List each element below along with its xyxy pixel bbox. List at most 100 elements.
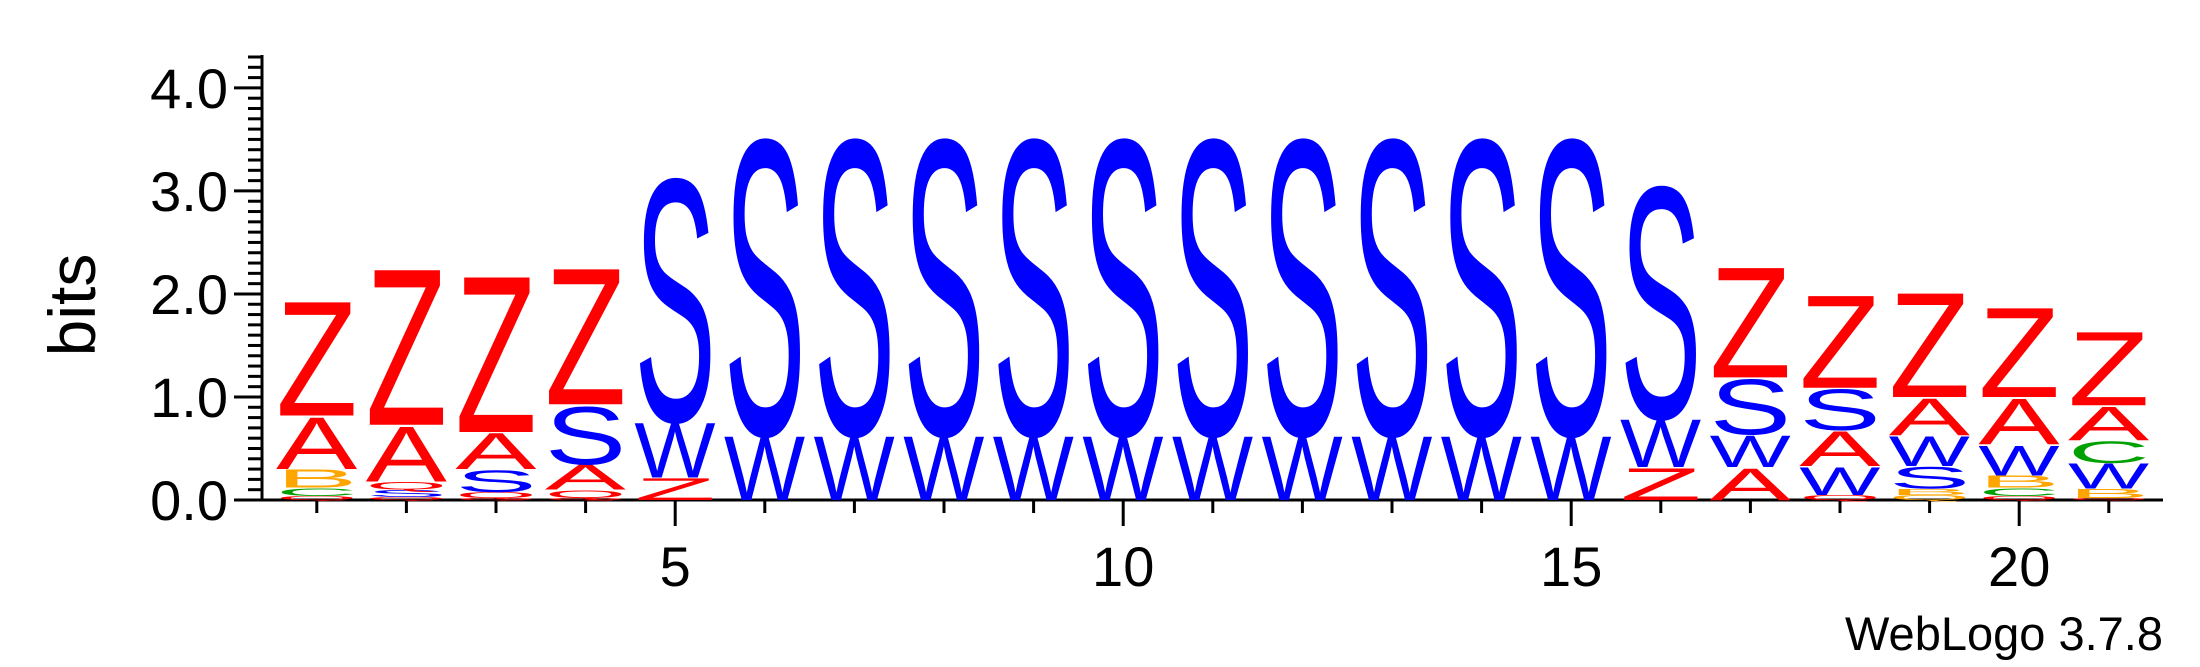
- logo-letter-Q: Q: [1978, 495, 2060, 501]
- logo-letter-W: W: [1978, 437, 2059, 484]
- logo-letter-S: S: [993, 52, 1075, 525]
- y-tick-label: 3.0: [150, 160, 228, 223]
- logo-letter-S: S: [814, 52, 896, 525]
- logo-letter-W: W: [634, 407, 715, 495]
- logo-letter-W: W: [1710, 426, 1791, 477]
- logo-letter-W: W: [1799, 459, 1881, 504]
- logo-letter-Z: Z: [1710, 235, 1792, 413]
- y-tick-label: 2.0: [150, 263, 228, 326]
- logo-letter-Z: Z: [1889, 262, 1971, 430]
- logo-letter-W: W: [1082, 417, 1163, 519]
- logo-letter-W: W: [1441, 417, 1522, 519]
- stack-position-6: WS: [724, 52, 806, 525]
- stack-position-5: ZWS: [634, 107, 716, 507]
- logo-letter-S: S: [903, 52, 985, 525]
- logo-letter-C: C: [276, 486, 358, 499]
- logo-letter-C: C: [2068, 434, 2150, 469]
- logo-letter-A: A: [1978, 385, 2060, 459]
- logo-letter-C: C: [1978, 486, 2060, 499]
- logo-letter-Z: Z: [1620, 459, 1702, 510]
- logo-letter-Z: Z: [276, 266, 358, 450]
- logo-letter-W: W: [1530, 417, 1611, 519]
- x-tick-label: 20: [1988, 535, 2050, 598]
- logo-letter-S: S: [1710, 363, 1792, 451]
- logo-letter-W: W: [2068, 456, 2149, 496]
- logo-letter-W: W: [1262, 417, 1343, 519]
- logo-letter-Z: Z: [634, 471, 716, 506]
- logo-letter-S: S: [634, 107, 716, 495]
- logo-letter-A: A: [455, 422, 537, 480]
- x-tick-label: 15: [1540, 535, 1602, 598]
- logo-letter-S: S: [366, 488, 448, 499]
- logo-letter-W: W: [1172, 417, 1253, 519]
- logo-letter-S: S: [1082, 52, 1164, 525]
- logo-letter-W: W: [1351, 417, 1432, 519]
- logo-letter-S: S: [455, 463, 537, 498]
- logo-letter-A: A: [1799, 421, 1880, 477]
- logo-letter-Q: Q: [366, 496, 448, 501]
- y-axis: 0.0 1.0 2.0 3.0 4.0: [150, 55, 264, 532]
- weblogo-credit: WebLogo 3.7.8: [1845, 607, 2163, 660]
- logo-letter-A: A: [366, 410, 448, 498]
- stack-position-12: WS: [1262, 52, 1344, 525]
- logo-letter-Z: Z: [455, 230, 537, 480]
- logo-letter-B: B: [1889, 487, 1971, 497]
- logo-letter-Q: Q: [1889, 494, 1971, 502]
- logo-letter-A: A: [276, 403, 358, 486]
- logo-letter-W: W: [814, 417, 895, 519]
- stack-position-15: WS: [1530, 52, 1612, 525]
- logo-letter-Q: Q: [2068, 497, 2150, 500]
- logo-letter-S: S: [1172, 52, 1254, 525]
- stack-position-8: WS: [903, 52, 985, 525]
- y-tick-label: 1.0: [150, 366, 228, 429]
- logo-letter-B: B: [276, 464, 358, 493]
- logo-letter-S: S: [1620, 119, 1702, 489]
- logo-letter-W: W: [724, 417, 805, 519]
- logo-letter-W: W: [1620, 406, 1702, 482]
- logo-letter-S: S: [1799, 377, 1881, 442]
- stack-position-13: WS: [1351, 52, 1433, 525]
- logo-letter-Z: Z: [1799, 268, 1881, 417]
- stack-position-9: WS: [993, 52, 1075, 525]
- stack-position-11: WS: [1172, 52, 1254, 525]
- stack-position-7: WS: [814, 52, 896, 525]
- logo-letter-Q: Q: [455, 497, 537, 500]
- logo-letter-Q: Q: [276, 495, 358, 501]
- logo-letter-A: A: [1889, 387, 1971, 446]
- logo-letter-W: W: [1889, 428, 1970, 475]
- logo-letter-A: A: [1710, 459, 1792, 510]
- logo-letter-S: S: [1351, 52, 1433, 525]
- x-tick-label: 10: [1092, 535, 1154, 598]
- stack-position-14: WS: [1441, 52, 1523, 525]
- logo-letter-Q: Q: [545, 497, 627, 500]
- logo-letter-Z: Z: [1978, 280, 2060, 424]
- logo-letter-S: S: [545, 389, 627, 482]
- logo-letter-S: S: [1262, 52, 1344, 525]
- logo-letter-W: W: [993, 417, 1074, 519]
- logo-letter-Q: Q: [366, 479, 448, 492]
- logo-letter-Q: Q: [455, 490, 537, 500]
- logo-letter-Q: Q: [545, 488, 627, 501]
- logo-letter-S: S: [1889, 460, 1971, 495]
- y-axis-label: bits: [35, 254, 109, 357]
- logo-letter-S: S: [724, 52, 806, 525]
- logo-letter-B: B: [2068, 486, 2150, 500]
- logo-letter-B: B: [1978, 472, 2060, 491]
- logo-letter-A: A: [545, 458, 626, 498]
- logo-letter-Z: Z: [366, 223, 448, 473]
- logo-letter-S: S: [1441, 52, 1523, 525]
- logo-letter-A: A: [2068, 396, 2149, 451]
- y-tick-label: 4.0: [150, 57, 228, 120]
- logo-letter-S: S: [1530, 52, 1612, 525]
- y-tick-label: 0.0: [150, 469, 228, 532]
